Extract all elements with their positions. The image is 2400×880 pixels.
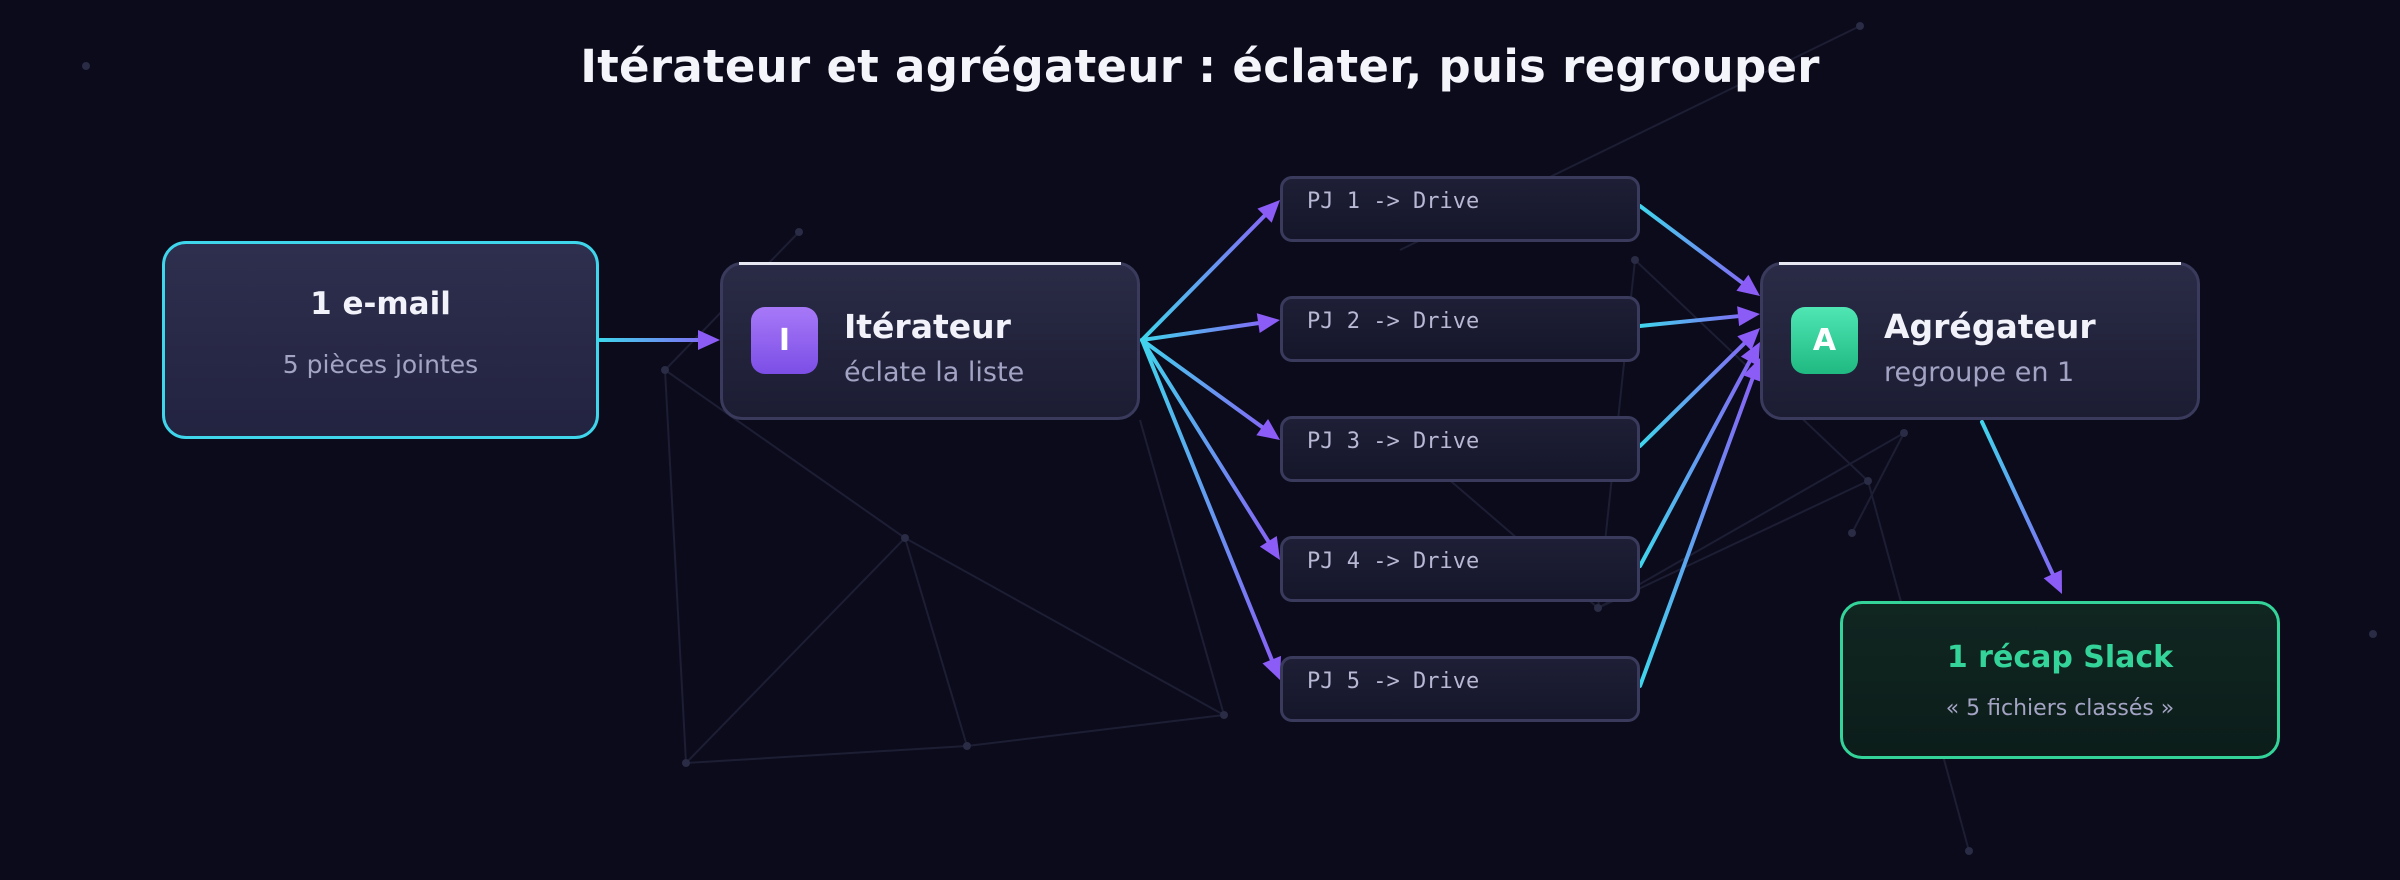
branch-node-2: PJ 2 -> Drive bbox=[1280, 296, 1640, 362]
slack-summary-subtitle: « 5 fichiers classés » bbox=[1945, 696, 2175, 721]
arrow-fanout-2 bbox=[1140, 313, 1280, 342]
iterator-node: I Itérateur éclate la liste bbox=[720, 262, 1140, 420]
arrow-fanin-2 bbox=[1638, 306, 1760, 328]
arrow-fanout-4 bbox=[1140, 338, 1280, 560]
arrow-fanin-4 bbox=[1638, 342, 1760, 568]
aggregator-top-highlight bbox=[1779, 262, 2181, 265]
source-email-title: 1 e-mail bbox=[310, 286, 451, 322]
arrow-aggregator-to-slack bbox=[1980, 420, 2062, 594]
arrow-email-to-iterator bbox=[598, 330, 720, 350]
iterator-title: Itérateur bbox=[844, 307, 1011, 346]
branch-label-5: PJ 5 -> Drive bbox=[1307, 669, 1480, 694]
aggregator-badge-icon: A bbox=[1791, 307, 1858, 374]
branch-node-1: PJ 1 -> Drive bbox=[1280, 176, 1640, 242]
arrow-fanout-1 bbox=[1140, 200, 1280, 342]
branch-node-4: PJ 4 -> Drive bbox=[1280, 536, 1640, 602]
branch-node-5: PJ 5 -> Drive bbox=[1280, 656, 1640, 722]
branch-label-1: PJ 1 -> Drive bbox=[1307, 189, 1480, 214]
arrow-fanout-3 bbox=[1140, 338, 1280, 440]
aggregator-subtitle: regroupe en 1 bbox=[1884, 357, 2075, 388]
iterator-top-highlight bbox=[739, 262, 1121, 265]
arrow-fanout-5 bbox=[1140, 338, 1281, 680]
source-email-subtitle: 5 pièces jointes bbox=[282, 350, 479, 379]
arrow-fanin-1 bbox=[1638, 204, 1760, 296]
arrow-fanin-5 bbox=[1638, 358, 1762, 688]
branch-label-4: PJ 4 -> Drive bbox=[1307, 549, 1480, 574]
arrow-fanin-3 bbox=[1638, 328, 1760, 448]
aggregator-title: Agrégateur bbox=[1884, 307, 2096, 346]
iterator-subtitle: éclate la liste bbox=[844, 357, 1025, 388]
slack-summary-title: 1 récap Slack bbox=[1946, 640, 2174, 675]
slack-summary-node: 1 récap Slack « 5 fichiers classés » bbox=[1840, 601, 2280, 759]
aggregator-node: A Agrégateur regroupe en 1 bbox=[1760, 262, 2200, 420]
branch-label-3: PJ 3 -> Drive bbox=[1307, 429, 1480, 454]
diagram-title: Itérateur et agrégateur : éclater, puis … bbox=[580, 40, 1820, 93]
source-email-node: 1 e-mail 5 pièces jointes bbox=[162, 241, 599, 439]
branch-node-3: PJ 3 -> Drive bbox=[1280, 416, 1640, 482]
branch-label-2: PJ 2 -> Drive bbox=[1307, 309, 1480, 334]
iterator-badge-icon: I bbox=[751, 307, 818, 374]
